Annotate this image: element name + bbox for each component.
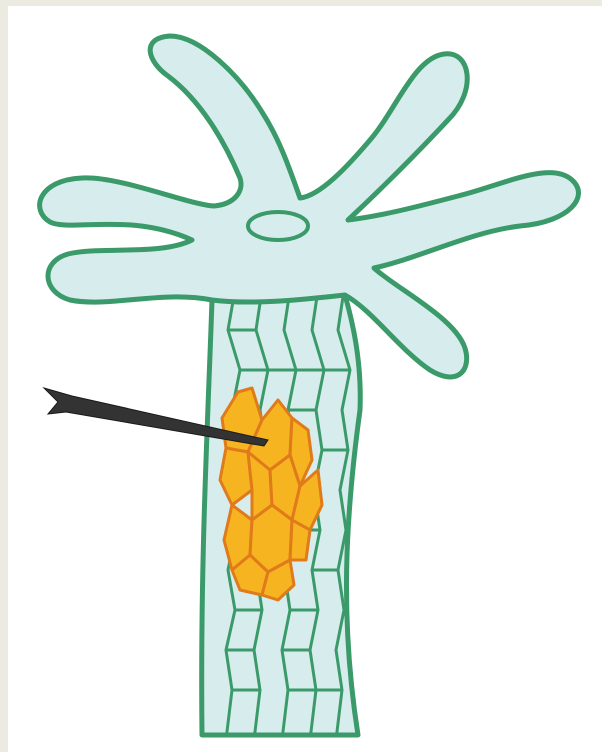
hydra-mouth bbox=[248, 212, 308, 240]
